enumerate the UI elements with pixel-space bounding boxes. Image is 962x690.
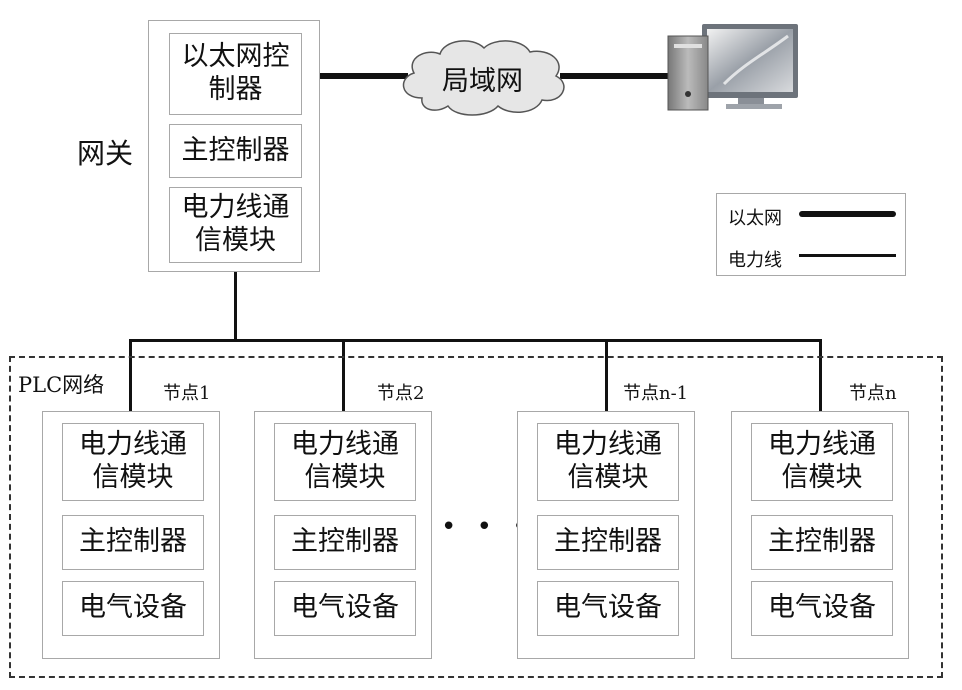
- legend-powerline-line: [799, 254, 896, 257]
- gateway-plc-module: 电力线通 信模块: [169, 187, 302, 263]
- powerline-drop-node-n: [819, 339, 822, 412]
- node-2-main-controller: 主控制器: [274, 515, 416, 570]
- node-n-1-plc-module: 电力线通 信模块: [537, 423, 679, 501]
- node-n-box: 电力线通 信模块 主控制器 电气设备: [731, 411, 909, 659]
- ethernet-link-lan-computer: [560, 73, 668, 79]
- powerline-gateway-drop: [234, 272, 237, 341]
- node-n-plc-module: 电力线通 信模块: [751, 423, 893, 501]
- lan-cloud-icon: [402, 40, 565, 116]
- powerline-drop-node-2: [342, 339, 345, 412]
- legend-ethernet-label: 以太网: [728, 208, 782, 229]
- gateway-label: 网关: [77, 137, 134, 170]
- node-1-plc-module: 电力线通 信模块: [62, 423, 204, 501]
- gateway-box: 以太网控 制器 主控制器 电力线通 信模块: [148, 20, 320, 272]
- node-n-1-label: 节点n-1: [623, 383, 689, 404]
- node-n-electric-device: 电气设备: [751, 581, 893, 636]
- node-n-main-controller: 主控制器: [751, 515, 893, 570]
- legend-powerline-label: 电力线: [728, 250, 782, 271]
- node-1-box: 电力线通 信模块 主控制器 电气设备: [42, 411, 220, 659]
- lan-label: 局域网: [442, 66, 523, 97]
- powerline-drop-node-1: [129, 339, 132, 412]
- plc-network-label: PLC网络: [18, 373, 105, 397]
- node-2-label: 节点2: [377, 383, 425, 404]
- powerline-bus: [129, 339, 822, 342]
- node-1-electric-device: 电气设备: [62, 581, 204, 636]
- node-1-main-controller: 主控制器: [62, 515, 204, 570]
- node-2-plc-module: 电力线通 信模块: [274, 423, 416, 501]
- node-2-electric-device: 电气设备: [274, 581, 416, 636]
- node-n-1-main-controller: 主控制器: [537, 515, 679, 570]
- legend: 以太网 电力线: [716, 193, 906, 276]
- computer-icon: [667, 24, 798, 111]
- legend-ethernet-line: [799, 211, 896, 217]
- node-n-1-electric-device: 电气设备: [537, 581, 679, 636]
- plc-network-region: [9, 356, 943, 678]
- powerline-drop-node-n-1: [605, 339, 608, 412]
- nodes-ellipsis: • • •: [441, 512, 534, 542]
- node-n-1-box: 电力线通 信模块 主控制器 电气设备: [517, 411, 695, 659]
- node-1-label: 节点1: [163, 383, 211, 404]
- gateway-ethernet-controller: 以太网控 制器: [169, 33, 302, 115]
- node-n-label: 节点n: [849, 383, 897, 404]
- node-2-box: 电力线通 信模块 主控制器 电气设备: [254, 411, 432, 659]
- ethernet-link-gateway-lan: [318, 73, 408, 79]
- gateway-main-controller: 主控制器: [169, 124, 302, 178]
